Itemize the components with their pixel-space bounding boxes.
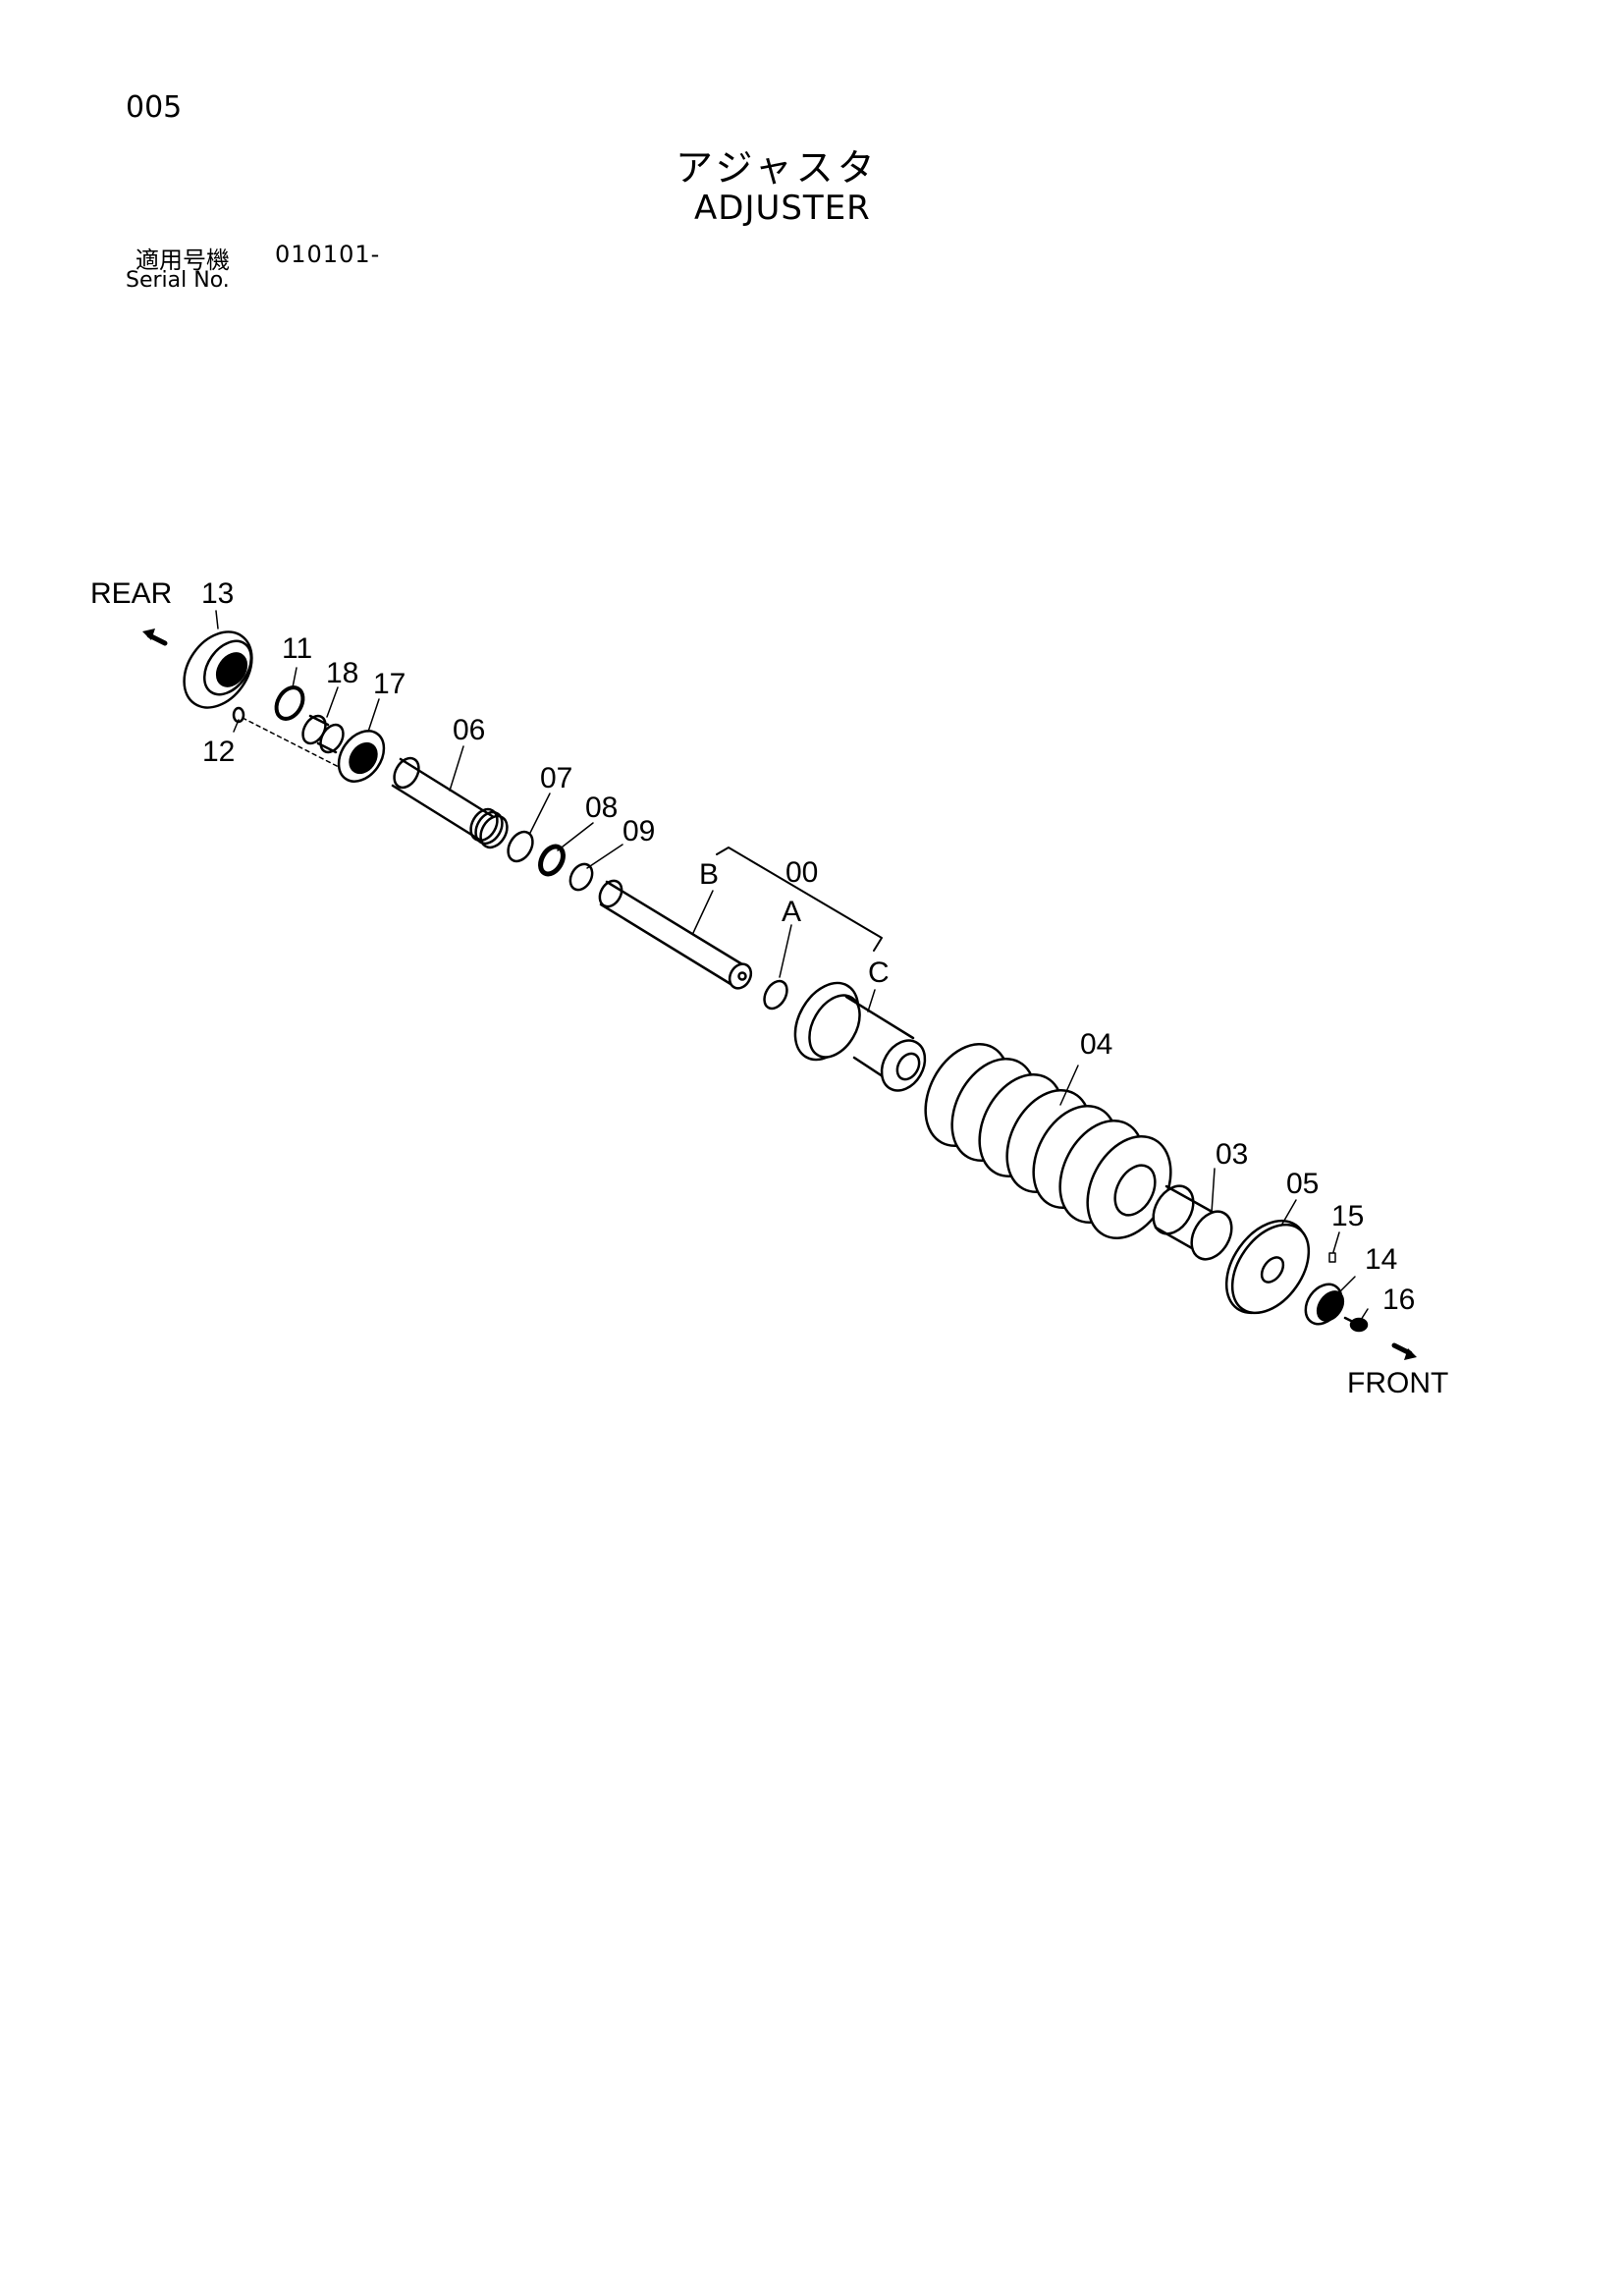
part-label-C: C — [868, 957, 890, 989]
part-16-fitting — [1343, 1316, 1369, 1333]
serial-label: Serial No. — [126, 268, 230, 293]
part-18-bushing — [301, 714, 345, 754]
part-label-B: B — [699, 858, 719, 891]
part-03-spacer — [1152, 1184, 1233, 1261]
part-12-bolt — [232, 706, 340, 768]
page-number: 005 — [126, 90, 183, 125]
part-labels: 13 11 18 17 12 06 07 08 09 00 B A C 04 0… — [201, 577, 1415, 1316]
part-label-18: 18 — [326, 657, 358, 689]
part-14-nut — [1304, 1283, 1345, 1326]
part-08-seal — [538, 844, 566, 877]
part-label-11: 11 — [282, 632, 312, 665]
part-05-plate — [1224, 1219, 1311, 1315]
serial-value: 010101- — [275, 241, 381, 268]
page-title-japanese: アジャスタ — [676, 146, 879, 190]
part-label-16: 16 — [1382, 1284, 1415, 1316]
serial-label-japanese: 適用号機 — [135, 246, 230, 274]
part-label-12: 12 — [202, 736, 235, 768]
rear-label: REAR — [90, 577, 172, 610]
part-label-04: 04 — [1080, 1028, 1112, 1061]
part-09-ring — [568, 862, 594, 892]
part-17-flange — [337, 730, 386, 783]
part-label-A: A — [782, 896, 801, 928]
part-B-piston-rod — [598, 879, 753, 990]
part-label-07: 07 — [540, 762, 572, 794]
part-label-17: 17 — [373, 668, 406, 700]
part-label-03: 03 — [1216, 1138, 1248, 1171]
part-label-08: 08 — [585, 792, 618, 824]
part-label-09: 09 — [622, 815, 655, 847]
part-label-06: 06 — [453, 714, 485, 746]
part-label-14: 14 — [1365, 1243, 1397, 1276]
part-label-13: 13 — [201, 577, 234, 610]
part-06-rod — [391, 756, 509, 849]
part-11-ring — [274, 685, 305, 721]
front-arrow-icon — [1391, 1342, 1417, 1360]
assembly-00-bracket — [716, 847, 883, 952]
front-label: FRONT — [1347, 1367, 1448, 1399]
part-label-00: 00 — [785, 856, 818, 889]
part-07-ring — [507, 830, 534, 863]
page-title: ADJUSTER — [694, 189, 871, 228]
part-label-15: 15 — [1331, 1200, 1364, 1232]
rear-arrow-icon — [142, 629, 168, 646]
part-label-05: 05 — [1286, 1168, 1319, 1200]
part-15-nipple — [1328, 1252, 1336, 1263]
part-04-spring — [924, 1043, 1172, 1239]
leader-lines — [215, 610, 1369, 1321]
part-13-rear-bracket — [183, 630, 253, 709]
part-A-o-ring — [763, 979, 788, 1011]
part-C-cylinder — [793, 981, 927, 1092]
